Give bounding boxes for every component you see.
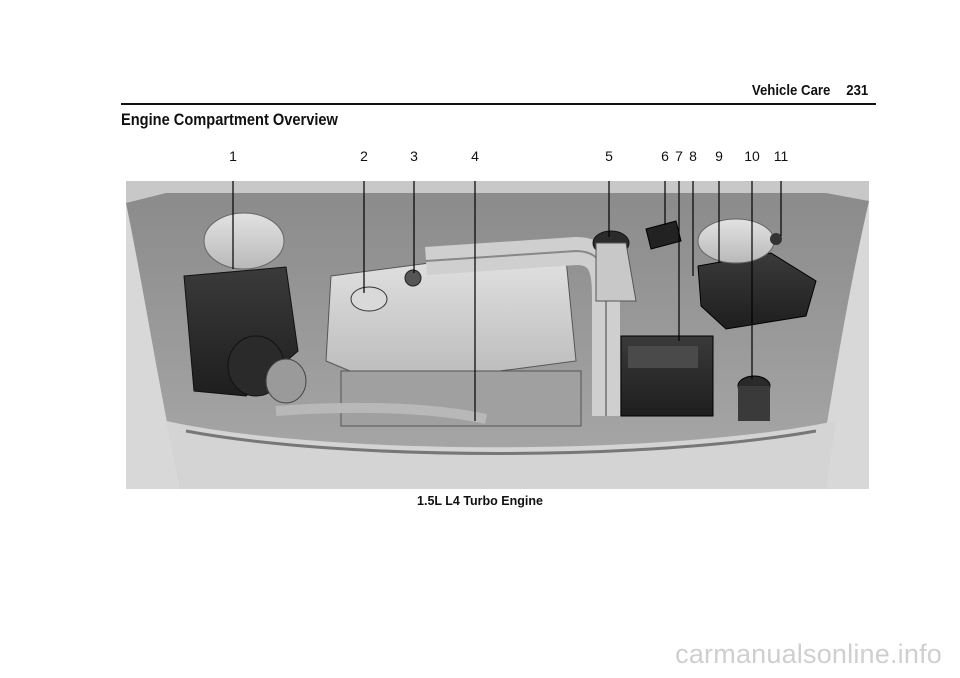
oil-dipstick-handle [404,269,422,287]
page-title: Engine Compartment Overview [121,110,338,129]
left-strut-tower [203,212,285,270]
hood-edge [126,181,869,203]
front-bumper [166,421,836,489]
radiator-support [185,429,817,455]
callout-11: 11 [773,148,789,164]
callout-2: 2 [360,148,368,164]
right-fender [816,201,869,489]
figure-caption: 1.5L L4 Turbo Engine [417,494,543,508]
washer-fluid-reservoir [738,386,770,421]
fuse-block [697,252,817,330]
callout-10: 10 [744,148,760,164]
left-fender [126,203,181,489]
callout-numbers: 1 2 3 4 5 6 7 8 9 10 11 [0,148,960,168]
callout-6: 6 [661,148,669,164]
section-name: Vehicle Care [751,82,831,99]
watermark: carmanualsonline.info [675,639,942,669]
callout-leader-lines [232,181,782,421]
lower-hose [275,402,488,424]
battery-label-area [628,346,698,368]
oil-fill-cap [350,286,388,312]
page-number: 231 [845,82,868,99]
right-strut-tower [697,218,775,264]
engine-compartment-illustration [126,181,869,489]
callout-5: 5 [605,148,613,164]
coolant-reservoir [595,242,637,302]
callout-9: 9 [715,148,723,164]
brake-fluid-reservoir [645,220,682,250]
header-rule [121,103,876,105]
throttle-body [265,358,307,404]
callout-4: 4 [471,148,479,164]
remote-positive-terminal [770,233,782,245]
callout-7: 7 [675,148,683,164]
engine-illustration-svg [126,181,869,489]
callout-8: 8 [689,148,697,164]
callout-1: 1 [229,148,237,164]
running-header: Vehicle Care 231 [752,82,868,99]
callout-3: 3 [410,148,418,164]
